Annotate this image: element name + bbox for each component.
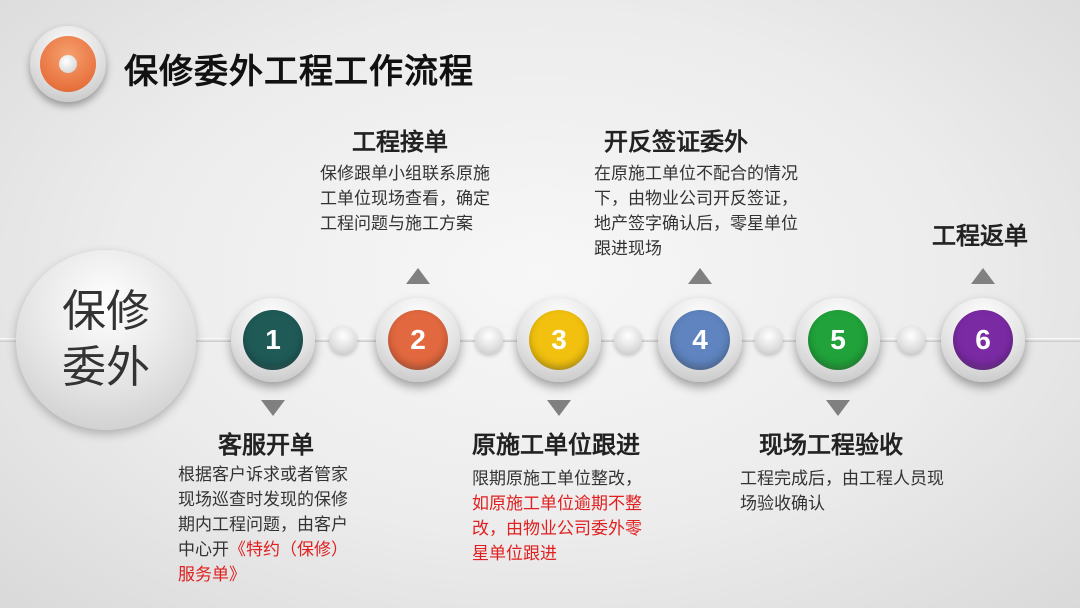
hub-label: 保修 委外: [62, 286, 150, 393]
step-4-title: 开反签证委外: [604, 128, 748, 156]
step-3-number: 3: [551, 324, 567, 355]
step-1-title: 客服开单: [218, 431, 314, 459]
step-5-number: 5: [830, 324, 846, 355]
step-4-circle: 4: [658, 298, 742, 382]
step-3-description: 限期原施工单位整改， 如原施工单位逾期不整改，由物业公司委外零星单位跟进: [472, 467, 658, 567]
step-1-number: 1: [265, 324, 281, 355]
step-5-description: 工程完成后，由工程人员现场验收确认: [740, 467, 944, 517]
step-2-number: 2: [410, 324, 426, 355]
step-5-desc-text: 工程完成后，由工程人员现场验收确认: [740, 469, 944, 514]
step-5-title: 现场工程验收: [759, 431, 903, 459]
arrow-up-icon: [688, 268, 712, 284]
step-4-desc-text: 在原施工单位不配合的情况下，由物业公司开反签证，地产签字确认后，零星单位跟进现场: [594, 164, 798, 259]
step-4-number: 4: [692, 324, 708, 355]
step-4-core: 4: [670, 310, 730, 370]
step-2-desc-text: 保修跟单小组联系原施工单位现场查看，确定工程问题与施工方案: [320, 164, 490, 234]
step-1-circle: 1: [231, 298, 315, 382]
arrow-up-icon: [971, 268, 995, 284]
connector-dot: [475, 326, 503, 354]
step-6-core: 6: [953, 310, 1013, 370]
step-3-core: 3: [529, 310, 589, 370]
step-5-circle: 5: [796, 298, 880, 382]
step-2-title: 工程接单: [352, 128, 448, 156]
connector-dot: [329, 326, 357, 354]
step-2-description: 保修跟单小组联系原施工单位现场查看，确定工程问题与施工方案: [320, 162, 506, 237]
step-1-core: 1: [243, 310, 303, 370]
step-3-desc-highlight: 如原施工单位逾期不整改，由物业公司委外零星单位跟进: [472, 494, 642, 564]
arrow-up-icon: [406, 268, 430, 284]
step-1-desc-text: 根据客户诉求或者管家现场巡查时发现的保修期内工程问题，由客户中心开: [178, 465, 348, 560]
page-title: 保修委外工程工作流程: [124, 52, 474, 92]
step-5-core: 5: [808, 310, 868, 370]
step-3-title: 原施工单位跟进: [472, 431, 640, 459]
step-6-number: 6: [975, 324, 991, 355]
step-2-circle: 2: [376, 298, 460, 382]
step-6-circle: 6: [941, 298, 1025, 382]
step-3-circle: 3: [517, 298, 601, 382]
arrow-down-icon: [547, 400, 571, 416]
step-1-desc-highlight: 《特约（保修）服务单》: [178, 540, 348, 585]
connector-dot: [755, 326, 783, 354]
step-4-description: 在原施工单位不配合的情况下，由物业公司开反签证，地产签字确认后，零星单位跟进现场: [594, 162, 798, 262]
step-6-title: 工程返单: [932, 222, 1028, 250]
arrow-down-icon: [826, 400, 850, 416]
arrow-down-icon: [261, 400, 285, 416]
step-2-core: 2: [388, 310, 448, 370]
title-badge-icon: [30, 26, 106, 102]
step-3-desc-text: 限期原施工单位整改，: [472, 469, 642, 489]
process-hub: 保修 委外: [16, 250, 196, 430]
connector-dot: [897, 326, 925, 354]
connector-dot: [614, 326, 642, 354]
step-1-description: 根据客户诉求或者管家现场巡查时发现的保修期内工程问题，由客户中心开《特约（保修）…: [178, 463, 364, 588]
